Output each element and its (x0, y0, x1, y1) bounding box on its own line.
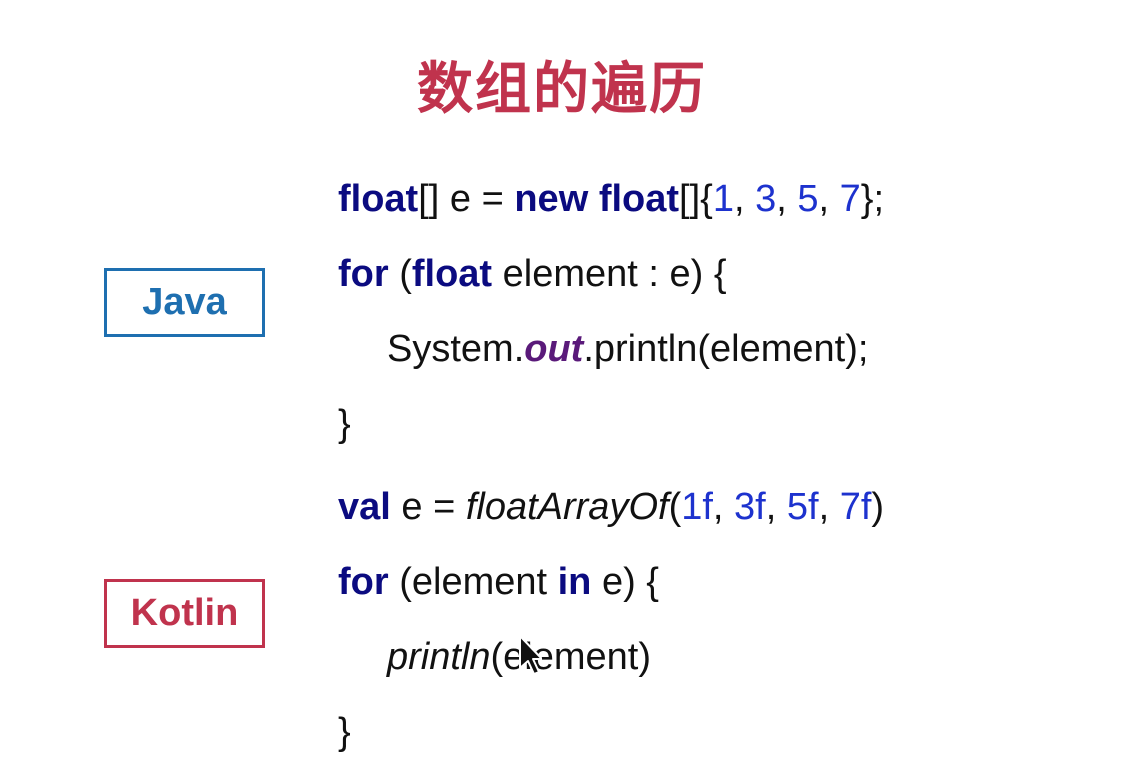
code-token: val (338, 486, 391, 528)
code-token: 3 (755, 178, 777, 220)
code-token: 7f (839, 486, 872, 528)
code-token: System. (387, 328, 525, 370)
kotlin-label: Kotlin (104, 579, 265, 648)
kotlin-code-line-1: val e = floatArrayOf(1f, 3f, 5f, 7f) (338, 482, 884, 532)
code-token: e = (390, 486, 466, 528)
code-token: 5 (797, 178, 819, 220)
kotlin-code-line-3: println(element) (387, 632, 651, 682)
java-label-text: Java (142, 281, 227, 323)
code-token: , (776, 178, 798, 220)
code-token: (element) (490, 636, 652, 678)
code-token: float (338, 178, 419, 220)
code-token: [] e = (418, 178, 515, 220)
mouse-pointer-icon (519, 635, 542, 675)
code-token: } (338, 711, 351, 753)
code-token: .println(element); (583, 328, 869, 370)
code-token: , (712, 486, 735, 528)
java-code-line-1: float[] e = new float[]{1, 3, 5, 7}; (338, 174, 884, 224)
code-token: } (338, 403, 351, 445)
code-token: out (524, 328, 584, 370)
code-token: float (411, 253, 493, 295)
code-token: 5f (786, 486, 819, 528)
code-token: in (557, 561, 592, 603)
code-token: println (387, 636, 491, 678)
code-token: , (733, 178, 756, 220)
code-token: float (598, 178, 680, 220)
code-token (588, 178, 599, 220)
code-token: ( (388, 253, 412, 295)
java-code-line-4: } (338, 399, 351, 449)
code-token: 7 (839, 178, 861, 220)
code-token: ) (871, 486, 885, 528)
code-token: for (338, 253, 389, 295)
code-token: , (765, 486, 787, 528)
java-code-line-2: for (float element : e) { (338, 249, 727, 299)
code-token: ( (668, 486, 682, 528)
code-token: new (514, 178, 589, 220)
kotlin-code-line-2: for (element in e) { (338, 557, 659, 607)
code-token: []{ (679, 178, 713, 220)
code-token: floatArrayOf (465, 486, 669, 528)
code-token: (element (388, 561, 558, 603)
code-token: 1f (681, 486, 713, 528)
code-token: 1 (712, 178, 734, 220)
java-code-line-3: System.out.println(element); (387, 324, 868, 374)
code-token: for (338, 561, 389, 603)
slide-title: 数组的遍历 (417, 57, 707, 122)
code-token: element : e) { (492, 253, 727, 295)
java-label: Java (104, 268, 265, 337)
code-token: }; (860, 178, 885, 220)
code-token: 3f (734, 486, 766, 528)
kotlin-label-text: Kotlin (130, 592, 239, 634)
code-token: e) { (591, 561, 660, 603)
kotlin-code-line-4: } (338, 707, 351, 757)
code-token: , (818, 486, 840, 528)
code-token: , (818, 178, 840, 220)
